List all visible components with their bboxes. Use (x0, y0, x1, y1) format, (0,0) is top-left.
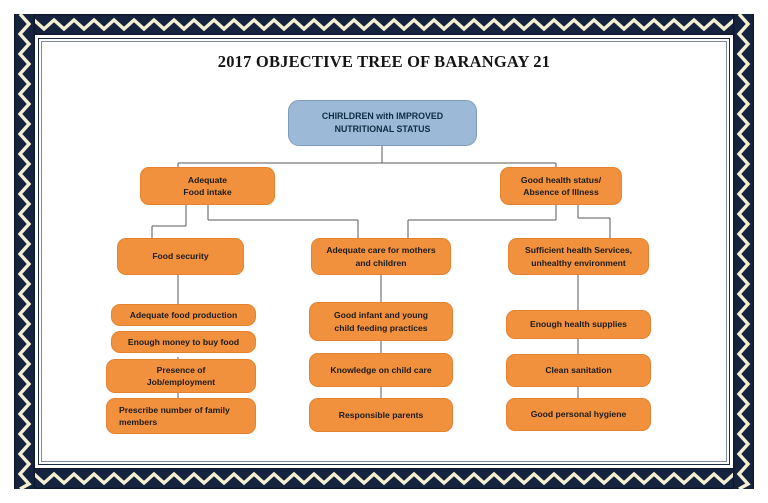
frame-band-bottom (14, 468, 754, 489)
frame-band-top (14, 14, 754, 35)
node-adequate-food-production[interactable]: Adequate food production (111, 304, 256, 326)
node-enough-health-supplies[interactable]: Enough health supplies (506, 310, 651, 339)
node-clean-sanitation[interactable]: Clean sanitation (506, 354, 651, 387)
node-prescribe-number-of-family-members[interactable]: Prescribe number of family members (106, 398, 256, 434)
node-presence-of-job-employment[interactable]: Presence of Job/employment (106, 359, 256, 393)
frame-band-right (733, 14, 754, 489)
node-good-personal-hygiene[interactable]: Good personal hygiene (506, 398, 651, 431)
node-good-infant-and-young-child-feeding-practices[interactable]: Good infant and young child feeding prac… (309, 302, 453, 341)
node-food-security[interactable]: Food security (117, 238, 244, 275)
node-enough-money-to-buy-food[interactable]: Enough money to buy food (111, 331, 256, 353)
node-sufficient-health-services[interactable]: Sufficient health Services, unhealthy en… (508, 238, 649, 275)
node-good-health-status[interactable]: Good health status/ Absence of Illness (500, 167, 622, 205)
node-adequate-food-intake[interactable]: Adequate Food intake (140, 167, 275, 205)
node-knowledge-on-child-care[interactable]: Knowledge on child care (309, 353, 453, 387)
node-adequate-care-for-mothers-and-children[interactable]: Adequate care for mothers and children (311, 238, 451, 275)
frame-band-left (14, 14, 35, 489)
node-responsible-parents[interactable]: Responsible parents (309, 398, 453, 432)
node-root-children-improved-nutritional-status[interactable]: CHIRLDREN with IMPROVED NUTRITIONAL STAT… (288, 100, 477, 146)
page-title: 2017 OBJECTIVE TREE OF BARANGAY 21 (217, 52, 551, 71)
